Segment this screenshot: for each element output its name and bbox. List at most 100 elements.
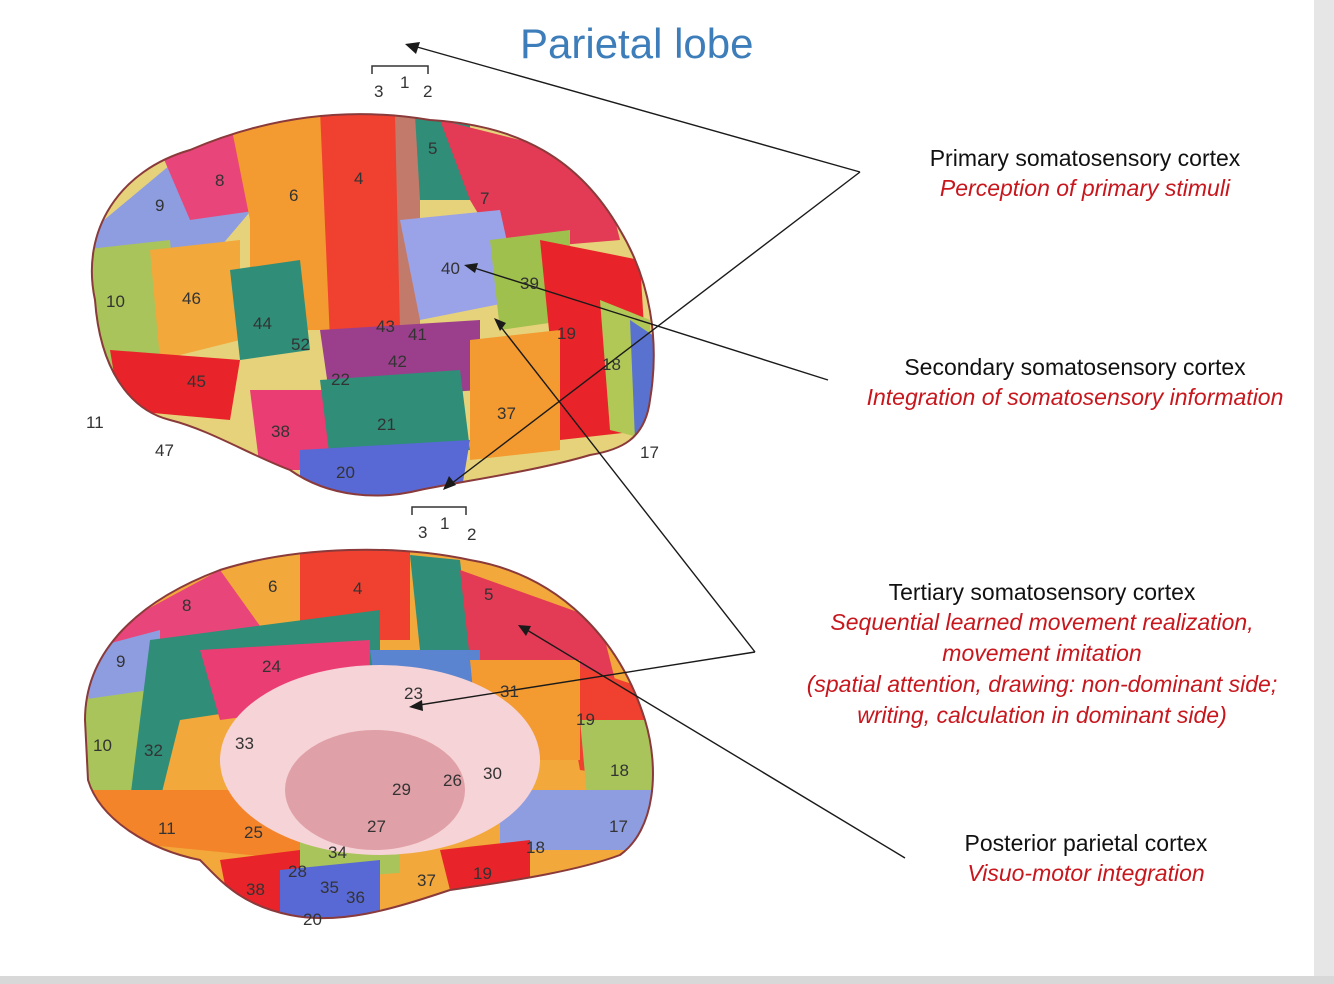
area-number: 21 (377, 415, 396, 434)
area-number: 31 (500, 682, 519, 701)
area-number: 29 (392, 780, 411, 799)
medial-brain-view (85, 549, 653, 919)
medial-area-3-1-2-region (410, 555, 470, 650)
arrow-primary-to-medial-bracket (446, 171, 861, 488)
area-number: 32 (144, 741, 163, 760)
connector-arrows (409, 44, 906, 859)
area-number: 5 (428, 139, 437, 158)
area-number: 1 (440, 514, 449, 533)
area-number: 6 (289, 186, 298, 205)
area-44-region (230, 260, 310, 360)
area-number: 41 (408, 325, 427, 344)
window-edge (1314, 0, 1334, 984)
area-number: 2 (423, 82, 432, 101)
area-20-region (300, 440, 470, 496)
area-37-region (470, 330, 560, 460)
arrow-heads (405, 42, 531, 711)
area-number: 11 (86, 413, 104, 432)
arrow-tertiary-to-area-39 (496, 321, 756, 653)
area-number: 20 (303, 910, 322, 929)
lateral-area-numbers: 3 1 2 5 4 8 6 7 9 10 46 40 39 44 43 41 5… (86, 73, 659, 482)
secondary-somatosensory-label: Secondary somatosensory cortex Integrati… (832, 352, 1318, 413)
tertiary-somatosensory-label: Tertiary somatosensory cortex Sequential… (770, 577, 1314, 731)
medial-area-17-region (500, 790, 653, 850)
area-number: 30 (483, 764, 502, 783)
area-number: 47 (155, 441, 174, 460)
medial-area-numbers: 3 1 2 6 4 5 8 9 24 23 31 19 10 32 33 30 … (93, 514, 629, 929)
lateral-bracket (371, 65, 429, 74)
medial-area-19b-region (440, 840, 530, 890)
area-number: 1 (400, 73, 409, 92)
area-21-region (320, 370, 470, 460)
area-number: 18 (526, 838, 545, 857)
area-number: 11 (158, 819, 176, 838)
area-number: 19 (473, 864, 492, 883)
slide-title: Parietal lobe (520, 20, 754, 67)
area-number: 3 (418, 523, 427, 542)
area-number: 20 (336, 463, 355, 482)
area-number: 33 (235, 734, 254, 753)
area-number: 2 (467, 525, 476, 544)
area-number: 18 (602, 355, 621, 374)
area-number: 36 (346, 888, 365, 907)
area-number: 9 (116, 652, 125, 671)
area-number: 19 (557, 324, 576, 343)
window-edge-bottom (0, 976, 1334, 984)
area-number: 24 (262, 657, 281, 676)
medial-brain-outline (83, 548, 654, 920)
region-name: Posterior parietal cortex (964, 830, 1208, 856)
area-number: 17 (640, 443, 659, 462)
region-description-line: writing, calculation in dominant side) (857, 702, 1227, 728)
medial-area-20-region (280, 860, 380, 919)
area-number: 4 (353, 579, 362, 598)
area-number: 35 (320, 878, 339, 897)
posterior-parietal-label: Posterior parietal cortex Visuo-motor in… (886, 828, 1286, 889)
region-name: Primary somatosensory cortex (929, 145, 1241, 171)
arrow-primary-to-lateral-bracket (409, 44, 861, 173)
area-number: 38 (246, 880, 265, 899)
region-description-line: movement imitation (942, 640, 1142, 666)
area-number: 17 (609, 817, 628, 836)
medial-bracket (411, 506, 467, 515)
area-number: 25 (244, 823, 263, 842)
lateral-brain-outline (90, 113, 655, 497)
area-number: 3 (374, 82, 383, 101)
region-description: Perception of primary stimuli (939, 175, 1231, 201)
area-number: 27 (367, 817, 386, 836)
area-number: 46 (182, 289, 201, 308)
area-number: 52 (291, 335, 310, 354)
area-number: 38 (271, 422, 290, 441)
area-number: 9 (155, 196, 164, 215)
area-number: 10 (106, 292, 125, 311)
area-number: 22 (331, 370, 350, 389)
area-number: 6 (268, 577, 277, 596)
region-description-line: (spatial attention, drawing: non-dominan… (806, 671, 1278, 697)
area-number: 44 (253, 314, 272, 333)
area-number: 4 (354, 169, 363, 188)
area-number: 7 (480, 189, 489, 208)
area-number: 40 (441, 259, 460, 278)
region-name: Secondary somatosensory cortex (904, 354, 1246, 380)
area-46-region (150, 240, 240, 360)
area-number: 43 (376, 317, 395, 336)
thalamus-region (285, 730, 465, 850)
area-4-region (320, 114, 410, 340)
region-name: Tertiary somatosensory cortex (888, 579, 1196, 605)
medial-area-10-region (85, 690, 150, 800)
region-description-line: Sequential learned movement realization, (830, 609, 1254, 635)
area-number: 5 (484, 585, 493, 604)
arrow-posterior-to-area-7 (521, 626, 906, 859)
area-number: 39 (520, 274, 539, 293)
area-number: 10 (93, 736, 112, 755)
area-number: 42 (388, 352, 407, 371)
area-number: 23 (404, 684, 423, 703)
arrow-tertiary-to-area-23 (412, 651, 756, 707)
region-description: Integration of somatosensory information (866, 384, 1284, 410)
region-description: Visuo-motor integration (967, 860, 1205, 886)
area-number: 18 (610, 761, 629, 780)
area-45-47-region (110, 350, 240, 420)
area-number: 37 (417, 871, 436, 890)
primary-somatosensory-label: Primary somatosensory cortex Perception … (860, 143, 1310, 204)
